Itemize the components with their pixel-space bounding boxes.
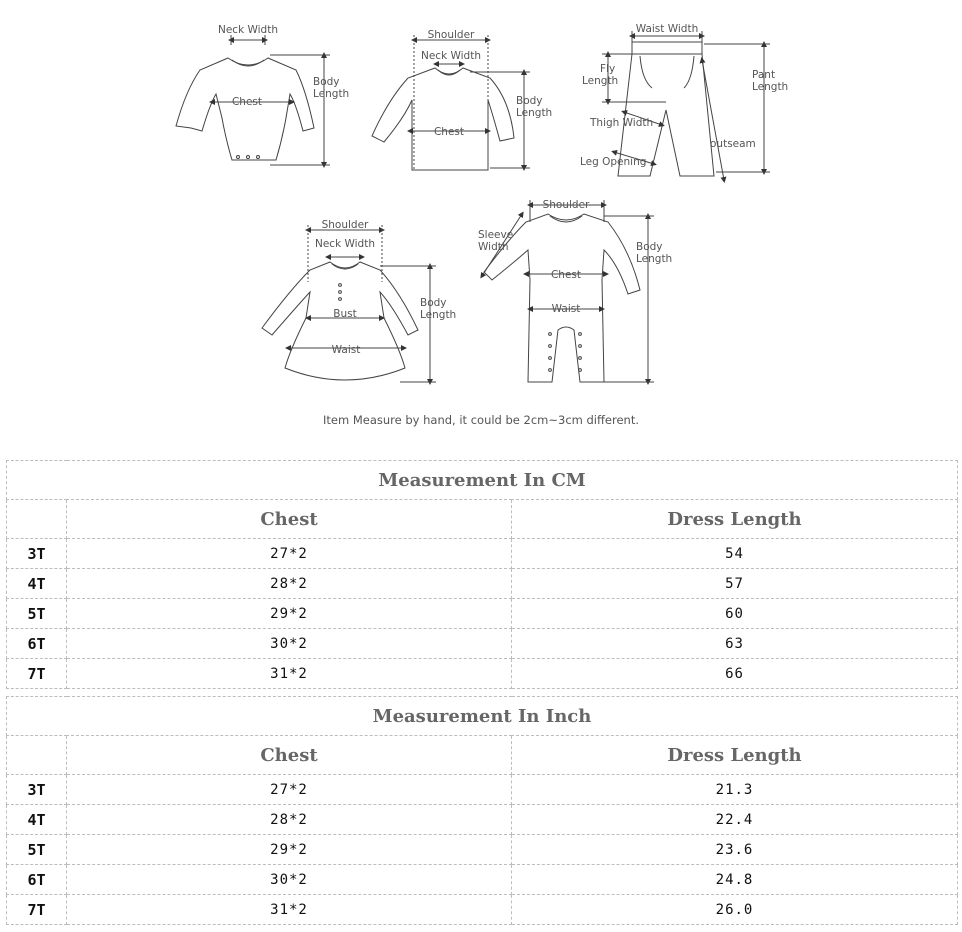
label-pant-length: Pant: [752, 69, 775, 81]
label-neck-width: Neck Width: [315, 238, 375, 250]
label-waist: Waist: [332, 344, 361, 356]
diagram-labels: Neck Width Body Length Chest Shoulder Ne…: [218, 23, 788, 356]
table-row: 4T 28*2 22.4: [6, 804, 958, 835]
size-cell: 5T: [6, 834, 67, 865]
empty-header-cell: [6, 499, 67, 539]
label-chest: Chest: [551, 269, 581, 281]
header-dress-length: Dress Length: [511, 735, 958, 775]
label-body-length: Body: [636, 241, 663, 253]
dress-diagram: [261, 225, 436, 385]
length-cell: 60: [510, 598, 959, 629]
label-bust: Bust: [333, 308, 356, 320]
size-cell: 4T: [6, 804, 67, 835]
table-row: 3T 27*2 21.3: [6, 774, 958, 805]
label-body-length-2: Length: [420, 309, 456, 321]
label-body-length-2: Length: [636, 253, 672, 265]
label-sleeve-width-2: Width: [478, 241, 509, 253]
size-cell: 3T: [6, 774, 67, 805]
table-inch: Measurement In Inch Chest Dress Length 3…: [6, 696, 958, 925]
length-cell: 63: [510, 628, 959, 659]
table-title: Measurement In Inch: [6, 696, 958, 736]
label-shoulder: Shoulder: [428, 29, 475, 41]
label-body-length: Body: [516, 95, 543, 107]
length-cell: 54: [510, 538, 959, 569]
label-pant-length-2: Length: [752, 81, 788, 93]
table-row: 4T 28*2 57: [6, 568, 959, 599]
size-cell: 6T: [6, 628, 67, 659]
table-row: 7T 31*2 66: [6, 658, 959, 689]
label-body-length-2: Length: [516, 107, 552, 119]
table-row: 6T 30*2 63: [6, 628, 959, 659]
chest-cell: 29*2: [66, 834, 512, 865]
length-cell: 66: [510, 658, 959, 689]
table-row: 5T 29*2 23.6: [6, 834, 958, 865]
size-cell: 4T: [6, 568, 67, 599]
label-chest: Chest: [434, 126, 464, 138]
size-cell: 6T: [6, 864, 67, 895]
chest-cell: 28*2: [66, 804, 512, 835]
label-shoulder: Shoulder: [322, 219, 369, 231]
garment-diagrams-svg: Neck Width Body Length Chest Shoulder Ne…: [175, 23, 788, 385]
measurement-note: Item Measure by hand, it could be 2cm~3c…: [322, 413, 640, 427]
chest-cell: 28*2: [66, 568, 512, 599]
length-cell: 26.0: [511, 894, 958, 925]
table-cm: Measurement In CM Chest Dress Length 3T …: [5, 460, 959, 689]
header-dress-length: Dress Length: [510, 499, 959, 539]
chest-cell: 30*2: [66, 864, 512, 895]
header-chest: Chest: [66, 735, 512, 775]
length-cell: 24.8: [511, 864, 958, 895]
label-chest: Chest: [232, 96, 262, 108]
length-cell: 23.6: [511, 834, 958, 865]
chest-cell: 29*2: [66, 598, 512, 629]
chest-cell: 30*2: [66, 628, 512, 659]
label-body-length: Body: [420, 297, 447, 309]
size-cell: 3T: [6, 538, 67, 569]
pants-diagram: [602, 31, 770, 183]
tshirt-diagram: [371, 35, 530, 171]
table-row: 5T 29*2 60: [6, 598, 959, 629]
chest-cell: 31*2: [66, 894, 512, 925]
table-title: Measurement In CM: [5, 460, 959, 500]
label-waist-width: Waist Width: [636, 23, 699, 35]
label-outseam: outseam: [710, 138, 756, 150]
table-row: 7T 31*2 26.0: [6, 894, 958, 925]
label-neck-width: Neck Width: [421, 50, 481, 62]
romper-diagram: [480, 200, 654, 385]
empty-header-cell: [6, 735, 67, 775]
header-chest: Chest: [66, 499, 512, 539]
label-waist: Waist: [552, 303, 581, 315]
chest-cell: 27*2: [66, 538, 512, 569]
label-fly-length-2: Length: [582, 75, 618, 87]
label-sleeve-width: Sleeve: [478, 229, 513, 241]
bodysuit-diagram: [175, 35, 330, 168]
length-cell: 57: [510, 568, 959, 599]
size-cell: 7T: [6, 894, 67, 925]
size-cell: 7T: [6, 658, 67, 689]
chest-cell: 31*2: [66, 658, 512, 689]
label-shoulder: Shoulder: [543, 199, 590, 211]
length-cell: 22.4: [511, 804, 958, 835]
label-body-length-2: Length: [313, 88, 349, 100]
measurement-diagrams: Neck Width Body Length Chest Shoulder Ne…: [0, 0, 962, 440]
table-row: 6T 30*2 24.8: [6, 864, 958, 895]
size-cell: 5T: [6, 598, 67, 629]
label-leg-opening: Leg Opening: [580, 156, 646, 168]
label-fly-length: Fly: [600, 63, 615, 75]
chest-cell: 27*2: [66, 774, 512, 805]
table-row: 3T 27*2 54: [6, 538, 959, 569]
label-thigh-width: Thigh Width: [589, 117, 653, 129]
label-body-length: Body: [313, 76, 340, 88]
label-neck-width: Neck Width: [218, 24, 278, 36]
length-cell: 21.3: [511, 774, 958, 805]
